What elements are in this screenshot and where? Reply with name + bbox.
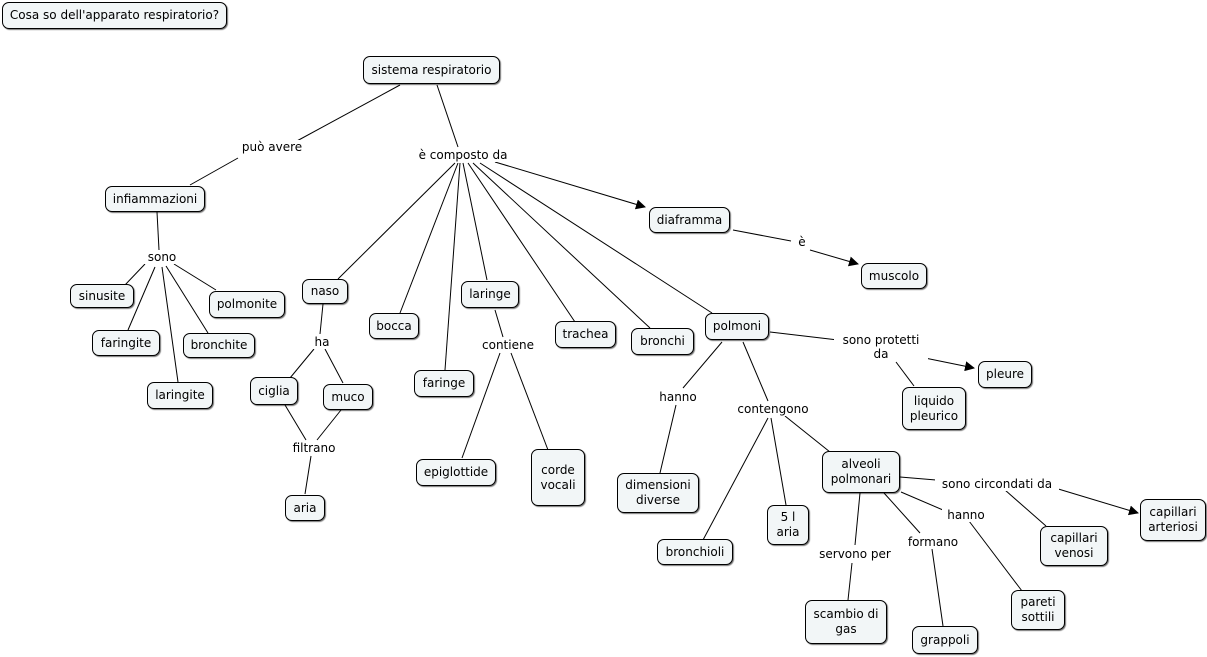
- label-sono: sono: [142, 250, 182, 264]
- node-faringe[interactable]: faringe: [414, 370, 474, 397]
- node-laringe[interactable]: laringe: [461, 281, 519, 308]
- node-polmonite[interactable]: polmonite: [209, 291, 285, 318]
- node-pleure[interactable]: pleure: [978, 361, 1032, 388]
- node-trachea[interactable]: trachea: [555, 321, 616, 348]
- node-capillari-venosi[interactable]: capillari venosi: [1040, 526, 1108, 566]
- node-alveoli-polmonari[interactable]: alveoli polmonari: [822, 451, 900, 493]
- node-polmoni[interactable]: polmoni: [705, 313, 769, 340]
- node-sinusite[interactable]: sinusite: [70, 284, 134, 308]
- node-bronchi[interactable]: bronchi: [631, 328, 694, 355]
- label-puo-avere: può avere: [235, 140, 309, 154]
- label-formano: formano: [902, 535, 964, 549]
- node-aria[interactable]: aria: [285, 495, 325, 521]
- node-liquido-pleurico[interactable]: liquido pleurico: [902, 387, 966, 430]
- label-e: è: [792, 235, 812, 249]
- label-sono-circondati-da: sono circondati da: [935, 477, 1059, 491]
- node-bronchite[interactable]: bronchite: [183, 333, 255, 358]
- label-hanno-alveoli: hanno: [942, 508, 990, 522]
- node-corde-vocali[interactable]: corde vocali: [531, 449, 585, 506]
- label-contengono: contengono: [731, 402, 815, 416]
- node-faringite[interactable]: faringite: [92, 330, 160, 356]
- node-muco[interactable]: muco: [323, 384, 373, 410]
- node-laringite[interactable]: laringite: [147, 382, 213, 409]
- node-naso[interactable]: naso: [302, 279, 348, 304]
- node-5l-aria[interactable]: 5 l aria: [767, 505, 809, 545]
- label-e-composto-da: è composto da: [413, 148, 513, 162]
- node-grappoli[interactable]: grappoli: [912, 626, 978, 654]
- node-scambio-di-gas[interactable]: scambio di gas: [805, 600, 887, 644]
- node-capillari-arteriosi[interactable]: capillari arteriosi: [1140, 499, 1206, 541]
- node-sistema-respiratorio[interactable]: sistema respiratorio: [363, 56, 500, 84]
- node-bronchioli[interactable]: bronchioli: [657, 539, 733, 565]
- label-ha: ha: [308, 335, 336, 349]
- node-pareti-sottili[interactable]: pareti sottili: [1011, 590, 1065, 630]
- label-hanno: hanno: [654, 390, 702, 404]
- map-title: Cosa so dell'apparato respiratorio?: [2, 2, 227, 29]
- label-sono-protetti-da: sono protetti da: [834, 333, 928, 361]
- node-dimensioni-diverse[interactable]: dimensioni diverse: [617, 473, 699, 513]
- label-contiene: contiene: [476, 338, 540, 352]
- node-bocca[interactable]: bocca: [369, 313, 419, 339]
- node-epiglottide[interactable]: epiglottide: [416, 459, 496, 486]
- label-filtrano: filtrano: [285, 441, 343, 455]
- node-ciglia[interactable]: ciglia: [250, 377, 298, 405]
- node-diaframma[interactable]: diaframma: [649, 207, 730, 233]
- label-servono-per: servono per: [813, 547, 897, 561]
- node-infiammazioni[interactable]: infiammazioni: [105, 186, 205, 212]
- node-muscolo[interactable]: muscolo: [861, 263, 927, 289]
